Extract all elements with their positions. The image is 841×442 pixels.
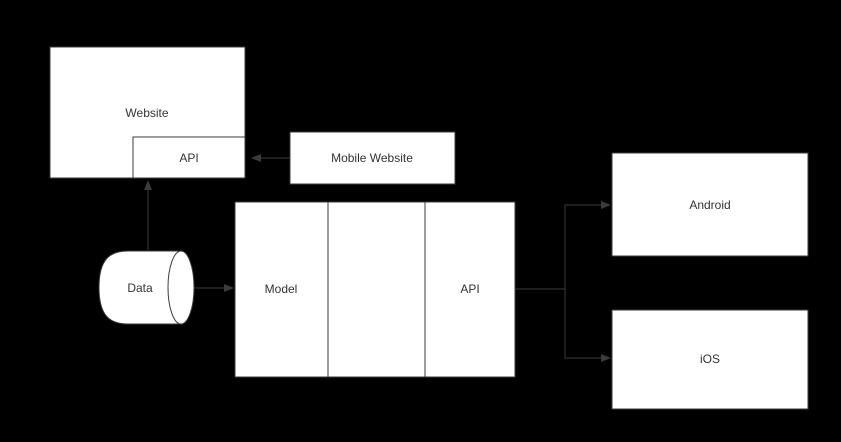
node-ios: iOS xyxy=(611,309,809,410)
website-api-label: API xyxy=(179,151,198,165)
node-website: Website API xyxy=(49,46,246,179)
node-backend: Model API xyxy=(234,201,516,378)
connector-api-to-android xyxy=(515,201,611,290)
connector-api-to-ios xyxy=(564,289,611,362)
ios-label: iOS xyxy=(700,352,720,366)
node-mobile-website: Mobile Website xyxy=(289,131,456,185)
connectors xyxy=(144,154,611,362)
android-label: Android xyxy=(689,198,730,212)
node-data-store: Data xyxy=(98,250,195,325)
android-box xyxy=(611,152,809,257)
data-label: Data xyxy=(127,281,153,295)
website-label: Website xyxy=(125,106,168,120)
website-api-box xyxy=(132,136,246,179)
data-cylinder-body xyxy=(98,250,182,325)
node-android: Android xyxy=(611,152,809,257)
mobile-website-label: Mobile Website xyxy=(331,151,413,165)
model-label: Model xyxy=(265,282,298,296)
ios-box xyxy=(611,309,809,410)
mobile-website-box xyxy=(289,131,456,185)
backend-api-label: API xyxy=(460,282,479,296)
backend-box xyxy=(234,201,516,378)
data-cylinder-cap xyxy=(167,250,195,325)
